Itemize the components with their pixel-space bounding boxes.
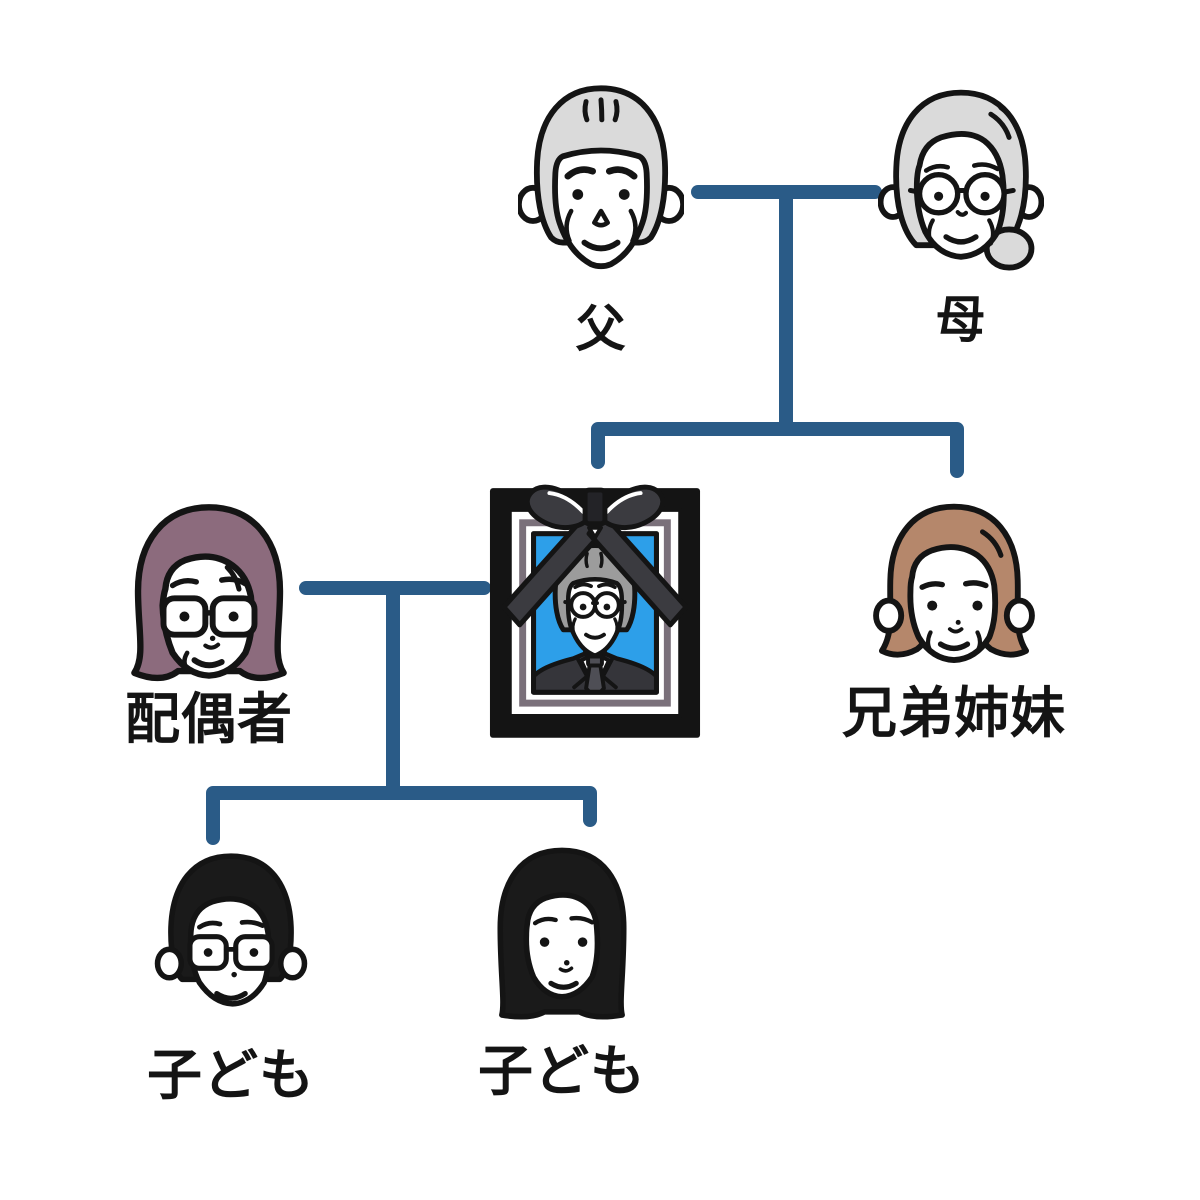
person-siblings: 兄弟姉妹	[842, 500, 1065, 741]
elderly-man-gray-hair-icon	[518, 85, 684, 270]
young-man-glasses-icon	[154, 853, 308, 1007]
spouse-label: 配偶者	[124, 688, 293, 750]
siblings-label: 兄弟姉妹	[842, 682, 1067, 744]
person-child-2: 子ども	[478, 844, 645, 1099]
young-woman-black-bob-icon	[497, 847, 627, 1020]
person-deceased	[486, 474, 704, 742]
connector-parents-children-bracket	[591, 422, 964, 478]
memorial-portrait-black-ribbon-icon	[489, 484, 701, 738]
father-label: 父	[575, 301, 627, 357]
connector-children-bracket	[206, 786, 597, 845]
person-spouse: 配偶者	[118, 500, 300, 747]
woman-brown-hair-icon	[873, 503, 1035, 664]
mother-label: 母	[935, 292, 987, 348]
child-1-label: 子ども	[147, 1044, 316, 1106]
person-child-1: 子ども	[147, 848, 314, 1103]
elderly-woman-glasses-icon	[878, 89, 1044, 271]
person-father: 父	[518, 80, 684, 354]
child-2-label: 子ども	[478, 1040, 647, 1102]
woman-glasses-mauve-hair-icon	[131, 504, 287, 682]
person-mother: 母	[878, 86, 1044, 345]
